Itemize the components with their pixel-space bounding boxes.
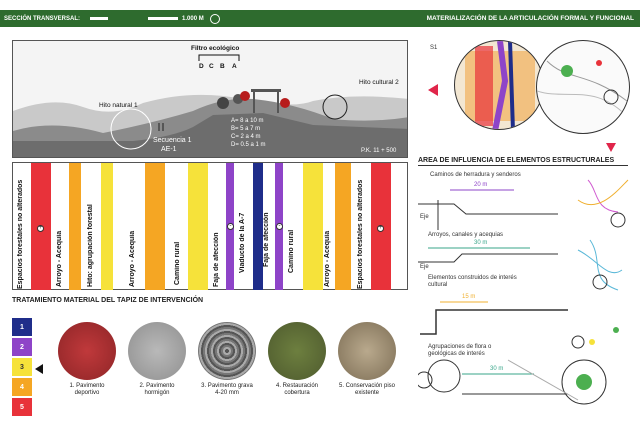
influence-dist-2: 30 m — [474, 240, 488, 246]
dim-d: D= 0.5 a 1 m — [231, 142, 266, 148]
scale-label: 1.000 M — [182, 15, 204, 22]
influence-diagram — [418, 179, 629, 405]
secuencia-label: Secuencia 1 — [153, 137, 192, 144]
strip-camino-1 — [188, 163, 208, 290]
strip-label-arroyo-2: Arroyo - Acequia — [129, 230, 136, 287]
eje-label-2: Eje — [420, 264, 429, 270]
material-caption: 5. Conservación piso existente — [338, 383, 396, 396]
influence-divider — [418, 165, 628, 166]
legend-item-4: 4 — [12, 378, 32, 396]
influence-dist-1: 20 m — [474, 182, 488, 188]
strip-viaducto — [253, 163, 263, 290]
map-context-illustration — [537, 60, 629, 120]
letter-a: A — [232, 63, 237, 70]
strip-label-arroyo-1: Arroyo - Acequia — [56, 230, 63, 287]
strip-arroyo-3 — [335, 163, 351, 290]
material-1: 1. Pavimento deportivo — [58, 322, 116, 397]
intervention-strips: Espacios forestales no alterados Arroyo … — [12, 162, 408, 290]
page-title: MATERIALIZACIÓN DE LA ARTICULACIÓN FORMA… — [426, 15, 634, 22]
ae-label: AE-1 — [161, 146, 177, 153]
header-band: SECCIÓN TRANSVERSAL: 1.000 M MATERIALIZA… — [0, 10, 640, 27]
material-caption: 4. Restauración cobertura — [275, 383, 319, 396]
letter-d: D — [199, 63, 204, 70]
terrain-illustration — [13, 41, 407, 157]
influence-dist-4: 30 m — [490, 366, 504, 372]
strip-label-faja-1: Faja de afección — [213, 232, 220, 287]
eje-label-1: Eje — [420, 214, 429, 220]
influence-title: AREA DE INFLUENCIA DE ELEMENTOS ESTRUCTU… — [418, 157, 615, 164]
scale-bar-short — [90, 17, 109, 20]
influence-label-4: Agrupaciones de flora o geológicas de in… — [428, 344, 492, 357]
map-grid-illustration — [465, 41, 535, 129]
material-4: 4. Restauración cobertura — [268, 322, 326, 397]
pk-label: P.K. 11 + 500 — [361, 148, 397, 154]
plus-icon: + — [37, 225, 44, 232]
arrow-down-red-icon — [606, 143, 616, 152]
legend-item-2: 2 — [12, 338, 32, 356]
strip-hito — [101, 163, 113, 290]
strip-arroyo-2 — [145, 163, 165, 290]
material-legend: 1 2 3 4 5 — [12, 318, 32, 418]
dim-b: B= 5 a 7 m — [231, 126, 261, 132]
material-swatch — [198, 322, 256, 380]
arrow-left-icon — [35, 364, 43, 374]
strip-camino-2 — [303, 163, 323, 290]
s1-label: S1 — [430, 45, 438, 51]
letter-c: C — [209, 63, 214, 70]
material-swatch — [338, 322, 396, 380]
material-caption: 1. Pavimento deportivo — [69, 383, 105, 396]
plus-icon: + — [377, 225, 384, 232]
influence-dist-3: 15 m — [462, 294, 476, 300]
material-caption: 3. Pavimento grava 4-20 mm — [201, 383, 253, 396]
material-swatch — [268, 322, 326, 380]
hito-cultural-label: Hito cultural 2 — [359, 79, 399, 86]
scale-bar-long — [148, 17, 179, 20]
legend-item-3: 3 — [12, 358, 32, 376]
legend-item-1: 1 — [12, 318, 32, 336]
cross-section-drawing: Filtro ecológico D C B A Hito natural 1 … — [12, 40, 408, 158]
dim-a: A= 8 a 10 m — [231, 118, 264, 124]
strip-label-arroyo-3: Arroyo - Acequia — [324, 230, 331, 287]
minus-icon: - — [276, 223, 283, 230]
dim-c: C= 2 a 4 m — [231, 134, 261, 140]
strip-label-faja-2: Faja de afección — [263, 212, 270, 267]
hito-natural-label: Hito natural 1 — [99, 102, 138, 109]
section-label: SECCIÓN TRANSVERSAL: — [4, 15, 81, 22]
arrow-left-red-icon — [428, 84, 438, 96]
north-arrow-icon — [209, 13, 220, 24]
strip-arroyo-1 — [69, 163, 81, 290]
strip-label-hito: Hito: agrupación forestal — [87, 204, 94, 287]
influence-label-2: Arroyos, canales y acequias — [428, 232, 504, 238]
strip-label-forest-right: Espacios forestales no alterados — [357, 179, 364, 289]
material-5: 5. Conservación piso existente — [338, 322, 396, 397]
material-swatch — [58, 322, 116, 380]
influence-label-1: Caminos de herradura y senderos — [430, 172, 521, 178]
filtro-ecologico-label: Filtro ecológico — [191, 45, 240, 52]
material-caption: 2. Pavimento hormigón — [139, 383, 175, 396]
letter-b: B — [220, 63, 225, 70]
strip-label-forest-left: Espacios forestales no alterados — [17, 179, 24, 289]
treatment-title: TRATAMIENTO MATERIAL DEL TAPIZ DE INTERV… — [12, 297, 204, 304]
influence-label-3: Elementos construidos de interés cultura… — [428, 275, 517, 288]
strip-label-camino-1: Camino rural — [174, 241, 181, 285]
material-3: 3. Pavimento grava 4-20 mm — [198, 322, 256, 397]
strip-label-camino-2: Camino rural — [288, 229, 295, 273]
material-swatch — [128, 322, 186, 380]
map-detail-circle — [454, 40, 544, 130]
material-2: 2. Pavimento hormigón — [128, 322, 186, 397]
minus-icon: - — [227, 223, 234, 230]
strip-label-viaducto: Viaducto de la A-7 — [239, 212, 246, 273]
dimension-list: A= 8 a 10 m B= 5 a 7 m C= 2 a 4 m D= 0.5… — [231, 117, 266, 149]
legend-item-5: 5 — [12, 398, 32, 416]
map-context-circle — [536, 40, 630, 134]
